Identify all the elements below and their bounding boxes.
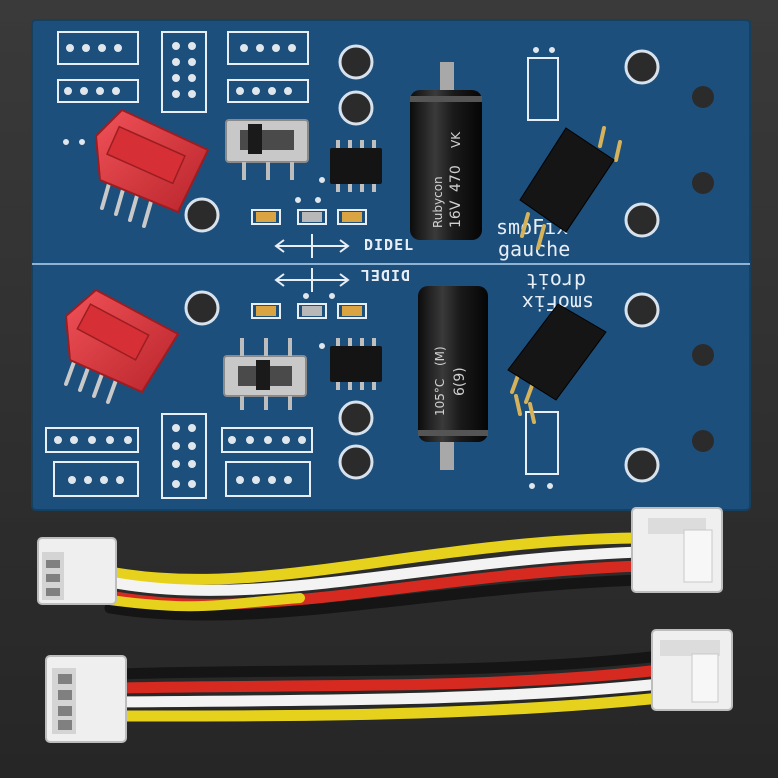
white-connector-lower-left — [45, 655, 127, 743]
brand-label-top: DIDEL — [364, 236, 414, 254]
silk-text-top: DIDEL smoFix gauche — [274, 215, 570, 261]
arrow-marker-bottom — [274, 268, 350, 292]
capacitor-top-label-4: VK — [449, 131, 463, 148]
cable-lower — [114, 650, 666, 722]
capacitor-top-label-3: 470 — [448, 165, 464, 192]
cable-upper — [104, 532, 646, 621]
ic-chip-bottom — [330, 338, 382, 390]
pcb-board — [31, 19, 751, 511]
slide-switch-bottom — [223, 338, 307, 410]
edge-notches — [692, 86, 714, 452]
pin-header-top — [519, 126, 622, 250]
smd-parts — [256, 212, 362, 316]
board-name-top-line2: gauche — [498, 237, 570, 261]
capacitor-bottom-label-2: (M) — [433, 346, 447, 366]
board-name-bottom-line2: droit — [526, 269, 586, 293]
white-connector-lower-right — [651, 629, 733, 711]
red-connector-top — [94, 108, 210, 228]
arrow-marker-top — [274, 234, 350, 258]
pads — [52, 40, 557, 491]
capacitor-top: Rubycon 16V 470 VK — [410, 62, 482, 240]
pin-header-bottom — [507, 303, 607, 424]
capacitor-bottom: 105°C (M) 6(9) — [418, 286, 488, 470]
capacitor-top-label-2: 16V — [448, 200, 464, 228]
capacitor-bottom-label-3: 6(9) — [452, 367, 468, 396]
mounting-holes — [184, 44, 660, 483]
capacitor-bottom-label-1: 105°C — [433, 379, 447, 416]
slide-switch-top — [225, 119, 309, 180]
silk-outlines-bottom — [45, 303, 559, 499]
white-connector-upper-right — [631, 507, 723, 593]
capacitor-top-label-1: Rubycon — [431, 176, 445, 228]
brand-label-bottom: DIDEL — [360, 266, 410, 284]
silk-text-bottom: DIDEL smoFix droit — [274, 266, 594, 315]
ic-chip-top — [330, 140, 382, 192]
white-connector-upper-left — [37, 537, 117, 605]
red-connector-bottom — [64, 288, 180, 404]
silk-outlines-top — [57, 31, 559, 225]
